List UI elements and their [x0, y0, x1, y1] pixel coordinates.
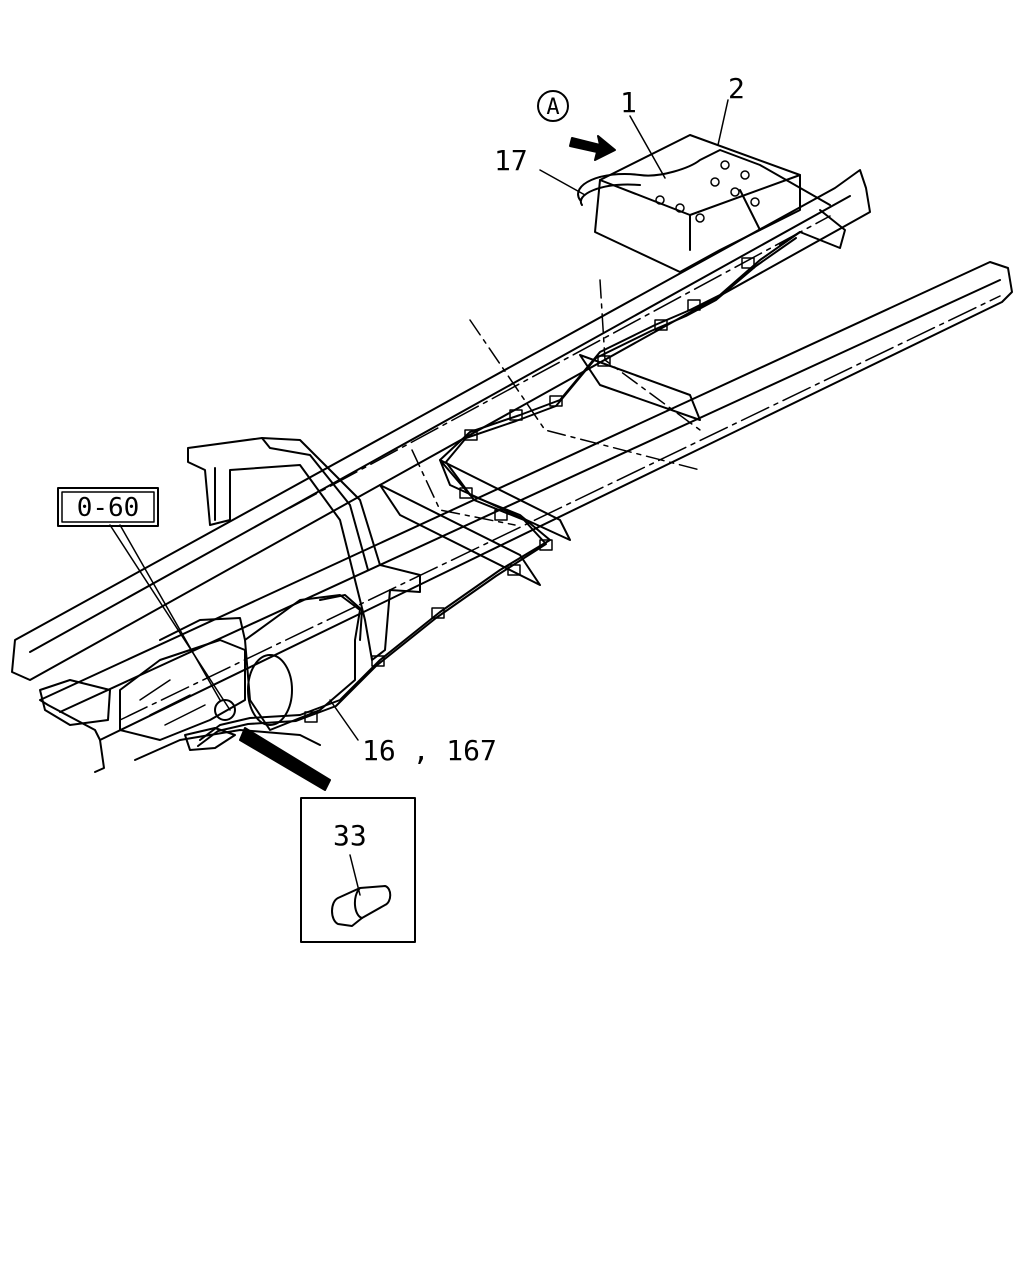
view-a-circle	[537, 90, 569, 122]
ref-box-inner	[61, 491, 155, 523]
part-16-167-label: 16 , 167	[362, 734, 497, 767]
starter-motor	[214, 699, 236, 721]
leader-0-60-a	[109, 524, 231, 711]
battery-cable-1	[577, 149, 831, 206]
part-1-label: 1	[620, 86, 637, 119]
leader-0-60-b	[119, 524, 221, 701]
engine-block	[119, 639, 246, 741]
lower-rail-edge	[59, 279, 1001, 713]
transmission-flange	[319, 594, 363, 641]
starter-terminal	[184, 727, 236, 751]
upper-centerline	[289, 215, 831, 509]
lower-frame-line	[134, 729, 321, 761]
direction-arrow-icon	[569, 135, 616, 161]
lower-rail-end	[94, 739, 105, 773]
terminal-cap-icon	[331, 885, 392, 927]
lower-centerline	[119, 295, 1001, 721]
leader-lines	[109, 99, 729, 896]
ref-box-label: 0-60	[77, 493, 140, 523]
engine-front	[39, 679, 111, 726]
leader-17	[539, 169, 586, 196]
battery-divider-2	[739, 189, 761, 231]
crossmember-hidden-2	[469, 319, 701, 471]
cab-mount-bracket	[187, 437, 421, 661]
part-17-label: 17	[494, 144, 528, 177]
upper-rail-edge	[29, 195, 851, 653]
lower-rail-outline	[39, 261, 1013, 741]
battery-cable-2	[579, 183, 641, 206]
harness-main-parallel	[197, 237, 797, 747]
leader-1	[629, 115, 666, 179]
battery-top-edge	[599, 174, 801, 216]
crossmember-b	[439, 459, 571, 541]
leader-16-167	[329, 699, 359, 741]
frame-rails	[11, 169, 1013, 773]
bracket-inner-edge	[261, 437, 369, 571]
battery-outline	[594, 134, 801, 273]
battery-terminals	[655, 160, 760, 223]
harness-main	[199, 231, 801, 741]
detail-arrow	[239, 727, 331, 791]
engine-fins	[139, 679, 206, 726]
leader-2	[717, 99, 729, 146]
transmission-housing	[244, 594, 361, 731]
crossmember-c	[379, 484, 541, 586]
view-a-label: A	[546, 95, 559, 120]
crossmember-hidden-3	[411, 449, 516, 526]
bellhousing	[247, 654, 293, 726]
battery-box	[577, 134, 846, 273]
terminal-cap-edge	[354, 887, 363, 919]
detail-inset: 33	[300, 797, 416, 943]
detail-frame	[300, 797, 416, 943]
upper-rail-outline	[11, 169, 871, 681]
part-2-label: 2	[728, 72, 745, 105]
crossmember-hidden	[599, 279, 701, 431]
bracket-outline	[187, 437, 421, 661]
ref-box	[57, 487, 159, 527]
detail-part-label: 33	[333, 819, 367, 852]
crossmember-a	[579, 354, 701, 421]
